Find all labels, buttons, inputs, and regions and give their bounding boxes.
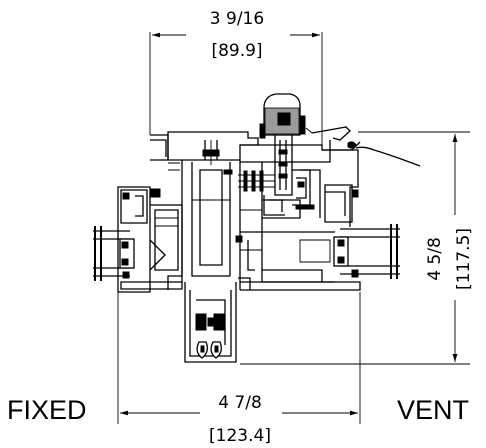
fixed-glazing-unit bbox=[93, 226, 135, 281]
interior-details bbox=[155, 162, 331, 263]
side-dimension-mm: [117.5] bbox=[454, 228, 474, 290]
side-dimension: 4 5/8 [117.5] bbox=[240, 131, 474, 365]
vent-label: VENT bbox=[397, 395, 469, 425]
top-dimension: 3 9/16 [89.9] bbox=[149, 9, 323, 150]
top-dimension-mm: [89.9] bbox=[211, 41, 262, 61]
mullion-profile bbox=[150, 131, 259, 363]
top-dimension-inches: 3 9/16 bbox=[210, 9, 264, 29]
vent-sash-profile bbox=[238, 144, 361, 291]
side-dimension-inches: 4 5/8 bbox=[425, 237, 445, 281]
lock-mechanism bbox=[238, 93, 315, 216]
fixed-label: FIXED bbox=[7, 395, 87, 425]
bottom-dimension: 4 7/8 [123.4] bbox=[117, 292, 361, 446]
bottom-dimension-inches: 4 7/8 bbox=[218, 393, 262, 413]
vent-glazing-unit bbox=[333, 224, 400, 279]
bottom-dimension-mm: [123.4] bbox=[209, 426, 271, 446]
weather-clip bbox=[305, 126, 421, 167]
